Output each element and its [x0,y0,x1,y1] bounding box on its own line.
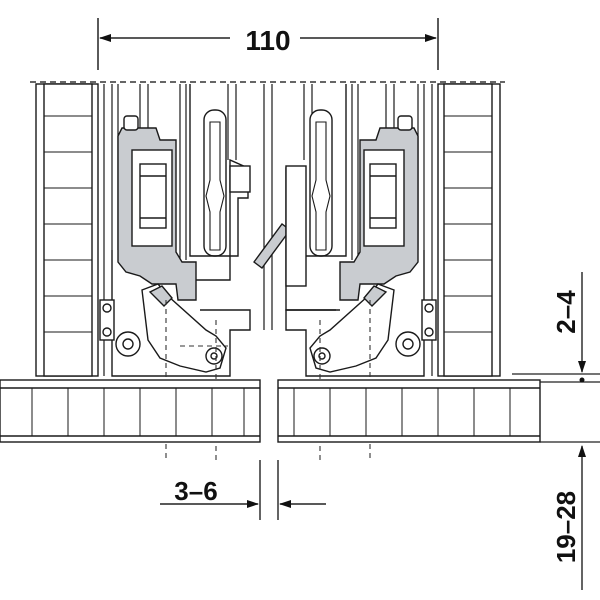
left-side-panel [35,83,99,377]
dimension-panel-thickness: 19–28 [540,441,600,590]
dimension-label-3-6: 3–6 [174,476,217,506]
dimension-label-110: 110 [245,25,290,56]
dimension-gap-offset: 3–6 [160,460,326,520]
left-door-panel [0,379,261,443]
right-door-panel [277,379,541,443]
right-hinge-mechanism [285,84,437,377]
dimension-overall-width: 110 [97,18,439,70]
left-hinge-centerlines [165,300,228,460]
left-hinge-mechanism [99,84,291,377]
dimension-vertical-offset: 2–4 [512,272,600,383]
dimension-label-19-28: 19–28 [551,491,581,563]
right-side-panel [437,83,501,377]
dimension-label-2-4: 2–4 [551,290,581,334]
